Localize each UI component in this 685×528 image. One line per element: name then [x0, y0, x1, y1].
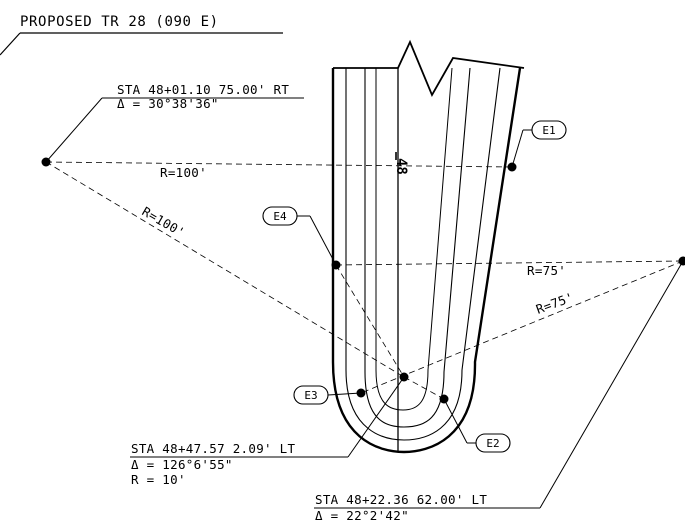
callout-curve-center-station: STA 48+47.57 2.09' LT: [131, 441, 296, 456]
callout-curve-center-radius: R = 10': [131, 472, 186, 487]
tag-e4-label: E4: [273, 210, 287, 223]
radius-line-e2: [403, 376, 445, 400]
drawing-title: PROPOSED TR 28 (090 E): [20, 14, 219, 30]
radius-line-left-diagonal: [45, 161, 405, 378]
title-leader: [0, 32, 21, 56]
callout-pc-right-station: STA 48+01.10 75.00' RT: [117, 82, 289, 97]
tag-leaders: [297, 129, 532, 444]
callout-curve-center-delta: Δ = 126°6'55": [131, 457, 233, 472]
tag-e2-label: E2: [486, 437, 499, 450]
callout-curve-center: STA 48+47.57 2.09' LT Δ = 126°6'55" R = …: [130, 376, 405, 487]
tag-e2: E2: [475, 433, 511, 453]
inner-edge-line-3: [375, 67, 453, 411]
tag-e1: E1: [531, 120, 567, 140]
curve-center-point-right: [678, 256, 685, 266]
radius-line-right-diagonal: [360, 260, 684, 394]
radius-line-right-horizontal: [335, 260, 684, 266]
radius-label-right-horizontal: R=75': [527, 263, 566, 278]
break-line: [333, 39, 525, 98]
radius-lines: [45, 161, 684, 400]
radius-line-left-horizontal: [45, 161, 513, 168]
tag-e3: E3: [293, 385, 329, 405]
callout-pc-left-delta: Δ = 22°2'42": [315, 508, 409, 523]
centerline-station-label: 48: [393, 158, 409, 175]
inner-edge-line-1: [345, 67, 501, 441]
callout-pc-right: STA 48+01.10 75.00' RT Δ = 30°38'36": [45, 82, 304, 163]
key-points: [41, 157, 685, 404]
callout-pc-left: STA 48+22.36 62.00' LT Δ = 22°2'42": [314, 260, 684, 523]
radius-label-left-diagonal: R=100': [140, 204, 188, 240]
radius-line-e4: [335, 264, 405, 378]
tag-e1-label: E1: [542, 124, 555, 137]
tag-e4: E4: [262, 206, 298, 226]
callout-pc-right-delta: Δ = 30°38'36": [117, 96, 219, 111]
callout-pc-left-station: STA 48+22.36 62.00' LT: [315, 492, 487, 507]
inner-edge-line-2: [364, 67, 471, 428]
radius-label-right-diagonal: R=75': [534, 289, 576, 316]
tag-e3-label: E3: [304, 389, 317, 402]
outer-edge-of-pavement: [331, 67, 522, 454]
radius-label-left-horizontal: R=100': [160, 165, 207, 180]
